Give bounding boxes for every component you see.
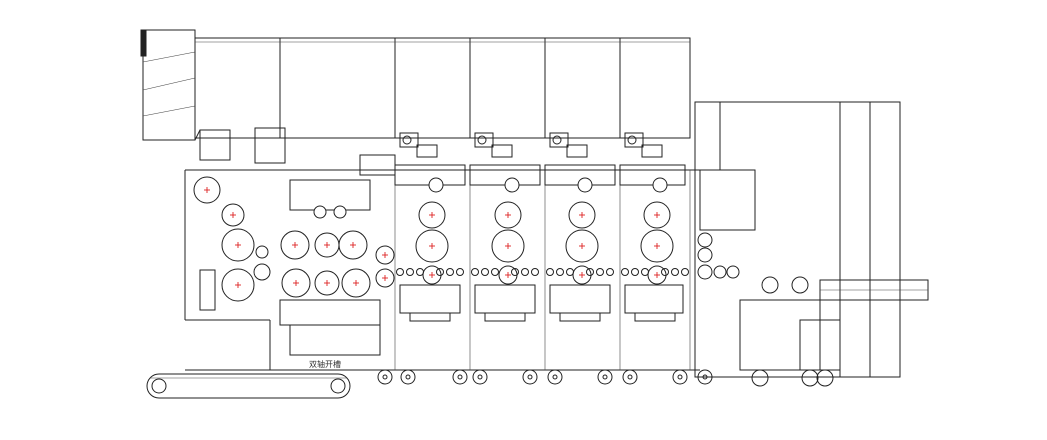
anilox-small-roller	[546, 268, 554, 276]
transfer-roller-hub	[602, 374, 608, 380]
conveyor-belt	[146, 373, 351, 399]
roller-group	[193, 176, 674, 302]
roller	[428, 177, 444, 193]
transfer-roller-hub	[627, 374, 633, 380]
caption-dual-shaft-slotting: 双轴开槽	[309, 359, 341, 369]
transfer-roller-hub	[457, 374, 463, 380]
transfer-roller	[377, 369, 393, 385]
anilox-small-roller	[621, 268, 629, 276]
transfer-roller	[472, 369, 488, 385]
anilox-small-roller	[521, 268, 529, 276]
anilox-small-roller	[661, 268, 669, 276]
anilox-small-roller	[491, 268, 499, 276]
anilox-small-roller	[531, 268, 539, 276]
anilox-small-roller	[681, 268, 689, 276]
anilox-small-roller	[416, 268, 424, 276]
anilox-small-roller	[556, 268, 564, 276]
anilox-small-roller	[631, 268, 639, 276]
transfer-roller	[452, 369, 468, 385]
transfer-roller-hub	[477, 374, 483, 380]
anilox-small-roller	[446, 268, 454, 276]
anilox-small-roller	[606, 268, 614, 276]
anilox-small-roller	[586, 268, 594, 276]
main-frame	[184, 169, 700, 371]
top-housings	[194, 37, 691, 139]
transfer-roller-row	[377, 268, 713, 385]
roller	[577, 177, 593, 193]
output-rollers	[697, 232, 834, 387]
transfer-roller-hub	[382, 374, 388, 380]
feeder-hood	[140, 29, 201, 141]
roller	[255, 245, 269, 259]
transfer-roller	[622, 369, 638, 385]
roller	[253, 263, 271, 281]
transfer-roller	[547, 369, 563, 385]
anilox-small-roller	[471, 268, 479, 276]
transfer-roller	[597, 369, 613, 385]
right-housing	[694, 101, 929, 378]
anilox-small-roller	[436, 268, 444, 276]
roller	[504, 177, 520, 193]
transfer-roller	[672, 369, 688, 385]
anilox-small-roller	[511, 268, 519, 276]
roller	[333, 205, 347, 219]
anilox-small-roller	[481, 268, 489, 276]
transfer-roller	[697, 369, 713, 385]
transfer-roller-hub	[677, 374, 683, 380]
transfer-roller-hub	[552, 374, 558, 380]
transfer-roller	[400, 369, 416, 385]
roller	[313, 205, 327, 219]
anilox-small-roller	[456, 268, 464, 276]
anilox-small-roller	[566, 268, 574, 276]
transfer-roller	[522, 369, 538, 385]
anilox-small-roller	[641, 268, 649, 276]
roller	[652, 177, 668, 193]
transfer-roller-hub	[405, 374, 411, 380]
anilox-small-roller	[396, 268, 404, 276]
transfer-roller-hub	[527, 374, 533, 380]
anilox-small-roller	[671, 268, 679, 276]
anilox-small-roller	[406, 268, 414, 276]
transfer-roller-hub	[702, 374, 708, 380]
anilox-small-roller	[596, 268, 604, 276]
